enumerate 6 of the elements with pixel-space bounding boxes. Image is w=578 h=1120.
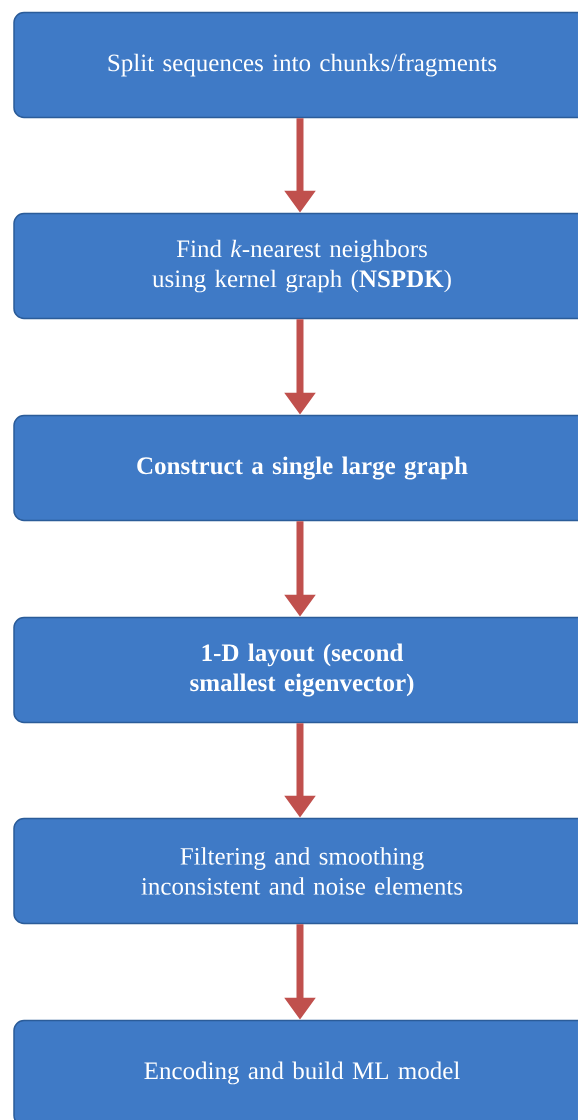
process-box: Construct a single large graph [13,414,578,522]
process-box: 1-D layout (second smallest eigenvector) [13,616,578,724]
process-box: Encoding and build ML model [13,1019,578,1120]
process-box: Filtering and smoothing inconsistent and noise elements [13,817,578,925]
process-box: Split sequences into chunks/fragments [13,11,578,119]
process-box: Find k-nearest neighbors using kernel graph (NSPDK) [13,212,578,320]
